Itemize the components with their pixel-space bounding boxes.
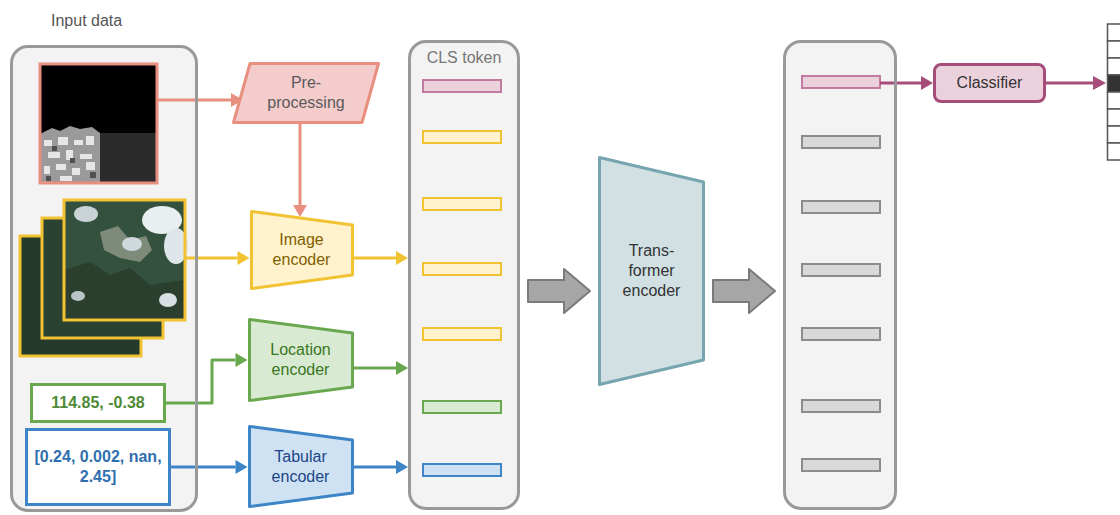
token-panel: CLS token (408, 40, 520, 510)
box-label: 114.85, -0.38 (51, 393, 144, 413)
arrow-head (236, 353, 248, 367)
connector (354, 361, 409, 375)
connector-line (897, 82, 921, 85)
classifier-box: Classifier (933, 63, 1046, 103)
connector (171, 460, 248, 474)
output-vector (1108, 24, 1120, 160)
connector-line (166, 360, 236, 403)
arrow-head (1093, 76, 1106, 90)
arrow-head (236, 460, 248, 474)
box-label: [0.24, 0.002, nan, 2.45] (28, 447, 168, 487)
connector (198, 251, 250, 265)
box-label: Pre- processing (260, 73, 352, 113)
box-label: Tabular encoder (263, 447, 339, 487)
shape-fill (600, 158, 704, 385)
block-arrow (528, 269, 590, 313)
token-column (423, 80, 501, 476)
shape-fill (234, 64, 379, 123)
location-encoder: Location encoder (248, 318, 354, 402)
block-arrow-body (528, 269, 590, 313)
arrow-head (238, 251, 250, 265)
panel-heading: CLS token (411, 48, 517, 68)
shape-outline (250, 210, 354, 290)
feed-line (158, 99, 198, 102)
output-arrow (1046, 82, 1094, 85)
connector-line (198, 257, 238, 260)
connector (198, 93, 243, 107)
shape-outline (232, 62, 380, 124)
preprocessing-box: Pre- processing (232, 62, 380, 124)
box-label: Classifier (957, 73, 1023, 93)
connector (293, 124, 307, 217)
panel-ground (785, 42, 896, 509)
shape-outline (248, 425, 354, 508)
panel-ground (410, 42, 519, 509)
input-panel: Input data114.85, -0.38[0.24, 0.002, nan… (10, 45, 198, 512)
output-panel (783, 40, 897, 510)
satellite-images (20, 200, 188, 356)
shape-fill (249, 320, 352, 401)
block-arrow-body (713, 269, 775, 313)
connector (897, 76, 933, 90)
connector-line (354, 466, 397, 469)
arrow-head (921, 76, 933, 90)
connector-line (354, 367, 397, 370)
panel-ground (12, 47, 197, 511)
shape-outline (248, 318, 354, 402)
connector (354, 251, 409, 265)
shape-fill (249, 427, 352, 507)
arrow-head (396, 460, 408, 474)
connector-line (354, 257, 397, 260)
arrow-head (396, 251, 408, 265)
connector-line (171, 466, 236, 469)
block-arrow (713, 269, 775, 313)
shape-fill (251, 212, 352, 289)
connector (354, 460, 409, 474)
tabular-value: [0.24, 0.002, nan, 2.45] (25, 428, 171, 506)
transformer-encoder: Trans- former encoder (598, 156, 705, 386)
mask-image (40, 64, 157, 183)
tabular-encoder: Tabular encoder (248, 425, 354, 508)
token-column (802, 76, 880, 471)
panel-heading: Input data (51, 11, 233, 31)
arrow-head (396, 361, 408, 375)
connector-line (299, 124, 302, 205)
connector-line (198, 99, 231, 102)
image-encoder: Image encoder (250, 210, 354, 290)
arrow-head (293, 205, 307, 217)
box-label: Location encoder (263, 340, 339, 380)
box-label: Trans- former encoder (616, 241, 688, 301)
box-label: Image encoder (265, 230, 339, 270)
location-value: 114.85, -0.38 (30, 383, 166, 423)
connector (166, 353, 248, 403)
